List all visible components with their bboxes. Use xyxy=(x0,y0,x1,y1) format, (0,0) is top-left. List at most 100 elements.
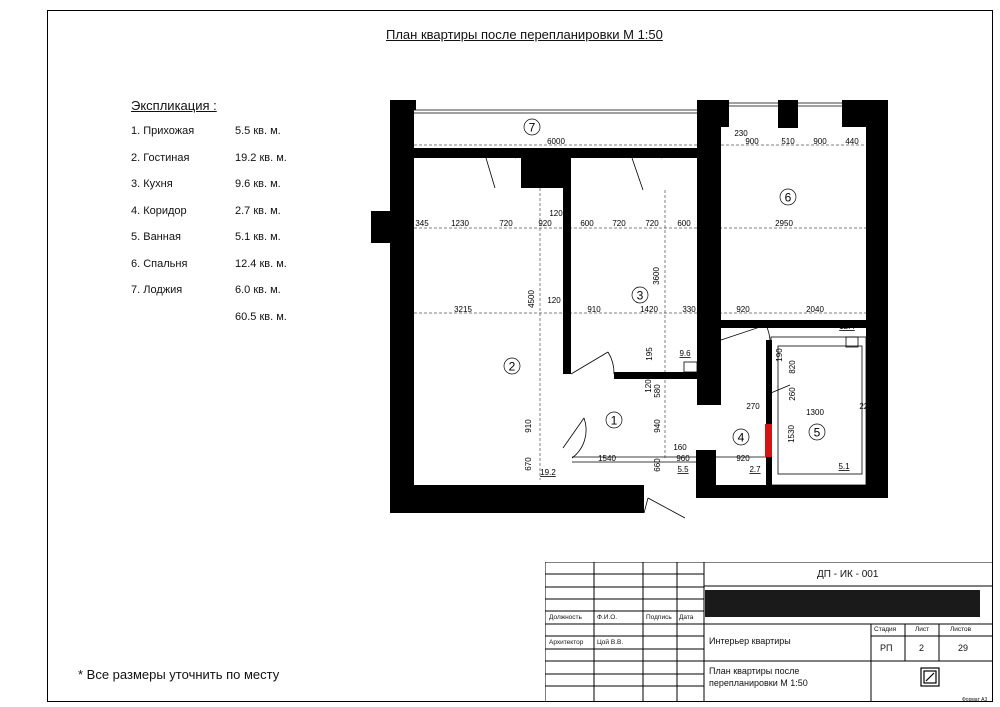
dimensions-note: * Все размеры уточнить по месту xyxy=(78,667,280,682)
legend-row: 2. Гостиная 19.2 кв. м. xyxy=(131,152,287,179)
room-area: 19.2 xyxy=(540,468,556,477)
wall-top-pier xyxy=(778,100,798,128)
legend-room-area: 19.2 кв. м. xyxy=(235,151,287,164)
room-marker-4: 4 xyxy=(732,428,750,446)
stage-value: РП xyxy=(880,643,893,653)
dimension-label: 1530 xyxy=(787,425,796,443)
person: Цой В.В. xyxy=(597,639,624,646)
drawing-frame xyxy=(47,10,993,702)
dimension-label: 600 xyxy=(580,219,594,228)
room-area: 2.7 xyxy=(749,465,761,474)
wall-top-left-corner xyxy=(390,100,416,110)
page-title: План квартиры после перепланировки М 1:5… xyxy=(386,27,663,42)
room-number: 2 xyxy=(509,360,516,374)
wall-bottom-left xyxy=(390,485,644,513)
room-markers: 7 6 3 2 1 4 5 xyxy=(503,118,826,446)
dimension-label: 580 xyxy=(653,384,662,398)
dimension-label: 485 xyxy=(703,137,717,146)
legend-room-name: 1. Прихожая xyxy=(131,125,195,137)
room-area: 6.0 xyxy=(680,148,692,157)
door-swing xyxy=(631,153,663,191)
room-area: 5.1 xyxy=(838,462,850,471)
dimension-label: 120 xyxy=(644,379,653,393)
wall-kitchen-bottom xyxy=(614,372,697,379)
drawing-name: План квартиры после перепланировки М 1:5… xyxy=(709,666,808,688)
paper-format: Формат А3 xyxy=(962,697,988,703)
dimension-lines xyxy=(414,144,866,480)
room-area: 9.6 xyxy=(679,349,691,358)
dimension-label: 1300 xyxy=(806,408,824,417)
dimension-label: 910 xyxy=(524,419,533,433)
sink-fixture xyxy=(683,361,698,373)
legend-room-name: 7. Лоджия xyxy=(131,284,183,296)
wall-bottom-right xyxy=(766,485,888,498)
legend-room-area: 6.0 кв. м. xyxy=(235,284,281,296)
wall-bedroom-bottom xyxy=(721,320,866,328)
room-number: 5 xyxy=(814,426,821,440)
room-number: 6 xyxy=(785,191,792,205)
inner-lines xyxy=(414,102,867,519)
wall-top-right-block xyxy=(842,100,888,127)
dimension-label: 720 xyxy=(645,219,659,228)
dimension-label: 1420 xyxy=(640,305,658,314)
dimension-label: 910 xyxy=(587,305,601,314)
dimension-label: 720 xyxy=(612,219,626,228)
wall-bottom-corridor xyxy=(696,485,770,498)
redacted-bar xyxy=(705,590,980,617)
document-code: ДП - ИК - 001 xyxy=(817,569,879,580)
dimension-label: 900 xyxy=(745,137,759,146)
dimension-label: 120 xyxy=(549,209,563,218)
dimension-label: 1230 xyxy=(451,219,469,228)
wall-right xyxy=(866,100,888,498)
room-marker-5: 5 xyxy=(808,423,826,441)
dimension-label: 920 xyxy=(736,305,750,314)
room-number: 1 xyxy=(611,414,618,428)
header-date: Дата xyxy=(679,614,694,621)
door-swing xyxy=(485,153,517,189)
dimension-label: 940 xyxy=(653,419,662,433)
legend-room-name: 4. Коридор xyxy=(131,204,187,217)
legend-room-name: 6. Спальня xyxy=(131,257,188,270)
bathroom-inner xyxy=(777,345,863,475)
legend-room-area: 2.7 кв. м. xyxy=(235,204,281,217)
wall-loggia-pier xyxy=(521,158,571,188)
dimension-label: 2040 xyxy=(806,305,824,314)
legend-total-row: 60.5 кв. м. xyxy=(131,311,287,338)
sheets-value: 29 xyxy=(958,643,969,653)
wall-left xyxy=(390,100,414,513)
wall-loggia-front xyxy=(414,148,721,158)
legend-room-area: 5.5 кв. м. xyxy=(235,125,281,137)
header-stage: Стадия xyxy=(874,626,897,633)
dimension-label: 4500 xyxy=(527,290,536,308)
door-swing xyxy=(570,351,615,375)
logo xyxy=(920,667,940,687)
dimension-label: 900 xyxy=(813,137,827,146)
room-marker-1: 1 xyxy=(605,411,623,429)
legend-total: 60.5 кв. м. xyxy=(235,310,287,323)
explication-legend: Экспликация : 1. Прихожая 5.5 кв. м. 2. Г… xyxy=(131,98,287,337)
wall-left-protrusion xyxy=(371,211,390,243)
dimension-label: 1540 xyxy=(598,454,616,463)
wall-living-kitchen xyxy=(563,188,571,374)
room-marker-7: 7 xyxy=(523,118,541,136)
dimension-label: 485 xyxy=(703,305,717,314)
dimension-label: 960 xyxy=(676,454,690,463)
dimension-label: 920 xyxy=(538,219,552,228)
header-signature: Подпись xyxy=(646,614,672,621)
room-marker-6: 6 xyxy=(779,188,797,206)
legend-room-name: 5. Ванная xyxy=(131,231,181,243)
dimension-label: 220 xyxy=(859,402,873,411)
legend-room-name: 2. Гостиная xyxy=(131,151,190,164)
legend-heading: Экспликация : xyxy=(131,98,217,113)
dimension-label: 230 xyxy=(734,129,748,138)
dimension-label: 720 xyxy=(499,219,513,228)
wall-bottom-middle-pier xyxy=(696,450,716,496)
room-area: 12.4 xyxy=(839,322,855,331)
door-swing xyxy=(765,384,791,396)
dimension-label: 260 xyxy=(788,387,797,401)
dimension-label: 270 xyxy=(746,402,760,411)
room-areas: 6.0 12.4 9.6 5.1 19.2 5.5 2.7 xyxy=(540,148,855,477)
